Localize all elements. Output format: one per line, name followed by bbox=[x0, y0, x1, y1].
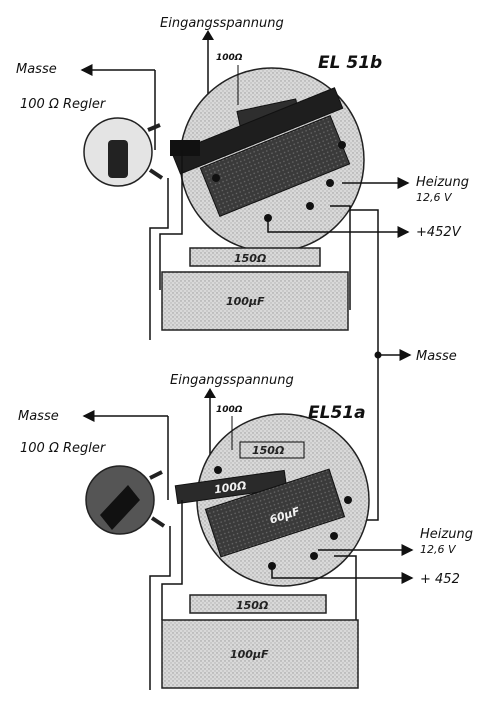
bottom-tube-label: EL51a bbox=[308, 403, 366, 423]
bottom-pot-terminal-2 bbox=[150, 516, 166, 528]
bottom-capacitor-label: 100µF bbox=[230, 648, 269, 661]
top-ground-label: Masse bbox=[16, 62, 57, 77]
bottom-anode-arrow bbox=[271, 566, 414, 584]
top-pot-label: 100 Ω Regler bbox=[20, 97, 107, 112]
bottom-anode-label: + 452 bbox=[420, 572, 460, 587]
bottom-input-arrow bbox=[204, 388, 216, 398]
top-resistor-long bbox=[171, 87, 344, 175]
bottom-pin-1 bbox=[344, 496, 352, 504]
top-pin-3 bbox=[306, 202, 314, 210]
bottom-wire-left-2 bbox=[161, 500, 183, 620]
bottom-small-resistor-label: 100Ω bbox=[216, 405, 243, 415]
bottom-resistor-angled-label: 100Ω bbox=[213, 479, 247, 496]
top-pot-terminal-2 bbox=[148, 168, 164, 180]
top-pot-terminal-1 bbox=[147, 123, 161, 132]
top-wire-right bbox=[330, 205, 351, 310]
middle-ground-label: Masse bbox=[416, 349, 457, 364]
top-capacitor bbox=[161, 271, 349, 331]
bottom-resistor-150-in-tube bbox=[239, 441, 305, 459]
bottom-stage: Eingangsspannung Masse EL51a 100 Ω Regle… bbox=[18, 373, 473, 690]
top-wire-left-2 bbox=[159, 150, 183, 290]
bottom-heater-voltage: 12,6 V bbox=[420, 543, 457, 556]
top-resistor-block bbox=[170, 140, 200, 156]
bottom-heater-label: Heizung bbox=[420, 527, 473, 542]
bottom-pot-terminal-1 bbox=[149, 470, 163, 480]
top-input-arrow bbox=[202, 30, 214, 40]
top-anode-arrow bbox=[267, 218, 410, 238]
bottom-pin-3 bbox=[310, 552, 318, 560]
top-heater-voltage: 12,6 V bbox=[416, 191, 453, 204]
top-pin-5 bbox=[212, 174, 220, 182]
top-pot-knob bbox=[108, 140, 128, 178]
bottom-capacitor-in-tube bbox=[204, 468, 346, 558]
top-resistor-150 bbox=[189, 247, 321, 267]
bottom-pot-label: 100 Ω Regler bbox=[20, 441, 107, 456]
top-resistor-150-label: 150Ω bbox=[234, 252, 266, 265]
top-capacitor-in-tube bbox=[199, 115, 351, 217]
bottom-input-label: Eingangsspannung bbox=[170, 373, 294, 388]
bottom-pin-5 bbox=[214, 466, 222, 474]
bottom-resistor-angled bbox=[174, 469, 288, 505]
top-input-label: Eingangsspannung bbox=[160, 16, 284, 31]
bottom-resistor-150 bbox=[189, 594, 327, 614]
top-anode-label: +452V bbox=[416, 225, 462, 240]
bottom-capacitor bbox=[161, 619, 359, 689]
top-pin-2 bbox=[326, 179, 334, 187]
top-wire-left bbox=[149, 178, 169, 340]
top-capacitor-label: 100µF bbox=[226, 295, 265, 308]
bottom-resistor-150-in-tube-label: 150Ω bbox=[252, 444, 284, 457]
bottom-pin-2 bbox=[330, 532, 338, 540]
bottom-pot-knob bbox=[100, 485, 140, 530]
top-small-resistor-label: 100Ω bbox=[216, 53, 243, 63]
bottom-wire-left bbox=[149, 526, 171, 690]
middle-connection: Masse bbox=[350, 209, 457, 521]
top-heater-label: Heizung bbox=[416, 175, 469, 190]
top-pin-1 bbox=[338, 141, 346, 149]
bottom-resistor-150-label: 150Ω bbox=[236, 599, 268, 612]
top-stage: Eingangsspannung Masse EL 51b 100 Ω Regl… bbox=[16, 16, 469, 340]
bottom-ground-label: Masse bbox=[18, 409, 59, 424]
top-tube-label: EL 51b bbox=[318, 53, 382, 73]
